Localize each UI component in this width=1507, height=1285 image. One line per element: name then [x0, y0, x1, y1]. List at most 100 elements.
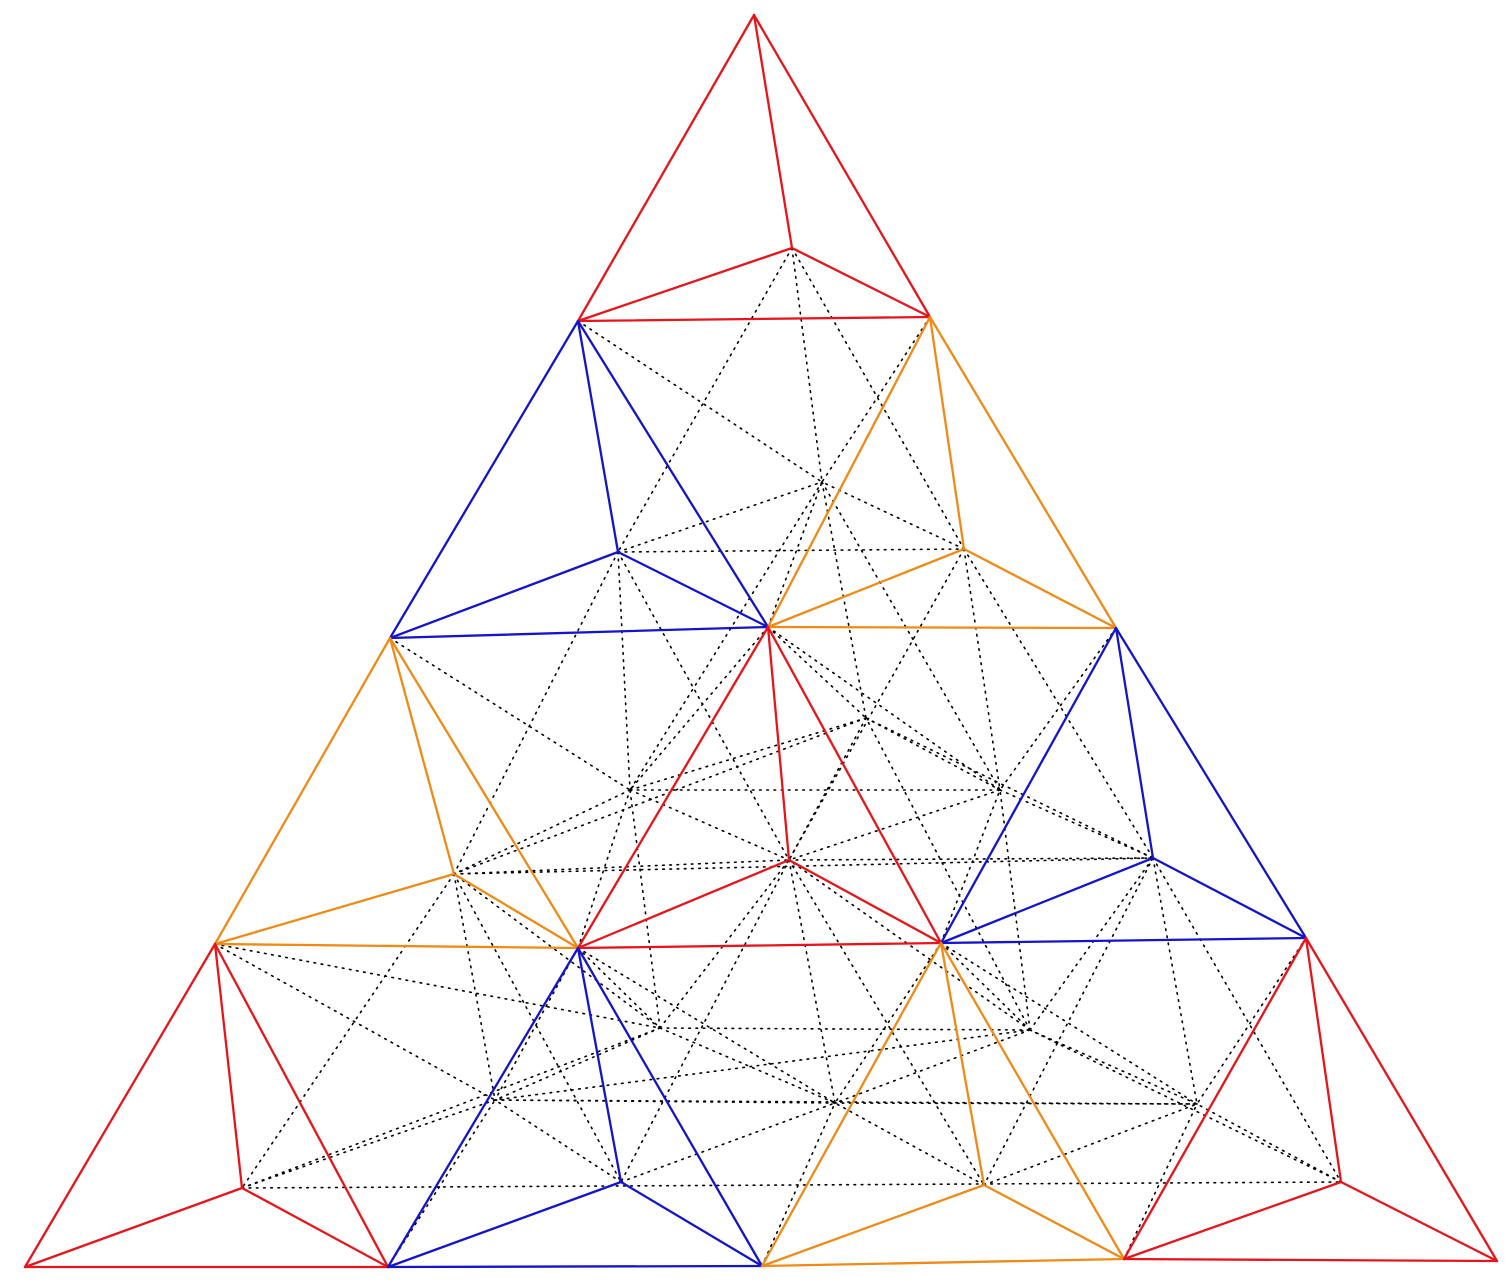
- row4-4-tetrahedron-edge-6: [1339, 1180, 1499, 1263]
- row3-left-tetrahedron-edge-6: [452, 872, 580, 950]
- row4-1-tetrahedron-edge-3: [213, 942, 390, 1269]
- row4-1-tetrahedron-edge-5: [23, 1186, 244, 1269]
- row4-4-tetrahedron: [1122, 936, 1499, 1263]
- hidden-edge-26: [629, 789, 790, 861]
- hidden-edge-56: [494, 1027, 661, 1101]
- row3-left-tetrahedron-edge-5: [213, 872, 456, 946]
- hidden-edge-5: [617, 481, 823, 553]
- row4-3-tetrahedron-edge-2: [760, 1257, 1126, 1268]
- hidden-edge-49: [1029, 1029, 1198, 1105]
- row3-left-tetrahedron-edge-2: [213, 942, 580, 950]
- row4-3-tetrahedron-edge-4: [939, 941, 986, 1187]
- row4-4-tetrahedron-edge-2: [1122, 1257, 1499, 1263]
- row3-right-tetrahedron-edge-4: [1114, 626, 1155, 860]
- row3-right-tetrahedron-edge-6: [1151, 856, 1308, 940]
- hidden-edge-67: [494, 1099, 622, 1183]
- row4-4-tetrahedron-edge-5: [1122, 1180, 1343, 1261]
- row4-1-tetrahedron: [23, 942, 390, 1269]
- hidden-edge-16: [821, 481, 867, 719]
- hidden-edge-13: [963, 548, 1154, 859]
- top-tetrahedron-edge-5: [576, 246, 794, 323]
- hidden-edge-1: [791, 247, 823, 483]
- row3-left-tetrahedron-edge-1: [213, 636, 392, 946]
- row2-right-tetrahedron-edge-3: [928, 315, 1118, 630]
- top-tetrahedron-edge-1: [576, 13, 756, 323]
- row3-left-tetrahedron-edge-4: [388, 636, 456, 876]
- hidden-edge-6: [821, 481, 965, 550]
- hidden-edge-31: [865, 717, 1154, 859]
- hidden-edge-84: [214, 943, 661, 1029]
- hidden-edge-62: [494, 1099, 1198, 1105]
- hidden-edge-45: [983, 857, 1154, 1186]
- row2-right-tetrahedron-edge-2: [766, 625, 1118, 630]
- row4-3-tetrahedron-edge-5: [760, 1183, 986, 1268]
- hidden-edge-80: [387, 1099, 496, 1268]
- hidden-edge-59: [629, 789, 661, 1029]
- hidden-edge-36: [767, 626, 867, 719]
- row3-right-tetrahedron-edge-1: [939, 626, 1118, 945]
- hidden-edge-35: [940, 789, 1001, 944]
- hidden-edge-38: [767, 626, 1001, 791]
- hidden-edge-29: [788, 717, 867, 861]
- row2-left-tetrahedron-edge-4: [576, 319, 620, 554]
- row4-4-tetrahedron-edge-1: [1122, 936, 1308, 1261]
- hidden-edge-22: [453, 859, 790, 875]
- hidden-edge-50: [834, 1029, 1031, 1104]
- row4-2-tetrahedron-edge-5: [386, 1180, 623, 1269]
- hidden-edge-74: [214, 943, 496, 1101]
- row4-3-tetrahedron-edge-3: [939, 941, 1126, 1261]
- hidden-edge-23: [788, 857, 1154, 861]
- hidden-edge-58: [659, 1027, 1031, 1031]
- row4-3-tetrahedron-edge-1: [760, 941, 943, 1268]
- row4-2-tetrahedron-edge-3: [576, 946, 764, 1268]
- row4-1-tetrahedron-edge-1: [23, 942, 217, 1269]
- hidden-edge-70: [983, 1103, 1198, 1186]
- top-tetrahedron: [576, 13, 932, 323]
- row2-left-tetrahedron-edge-2: [388, 625, 770, 640]
- row3-middle-tetrahedron-edge-2: [576, 941, 943, 950]
- hidden-edge-46: [1152, 857, 1342, 1183]
- hidden-edge-66: [241, 1099, 496, 1189]
- hidden-edge-18: [821, 481, 1001, 791]
- row2-right-tetrahedron: [766, 315, 1118, 630]
- row2-left-tetrahedron-edge-1: [388, 319, 580, 640]
- hidden-edge-76: [577, 947, 836, 1104]
- row4-1-tetrahedron-edge-4: [213, 942, 244, 1190]
- top-tetrahedron-edge-3: [752, 13, 932, 319]
- hidden-edge-28: [999, 789, 1154, 859]
- hidden-edge-43: [788, 859, 985, 1186]
- row4-2-tetrahedron: [386, 946, 764, 1269]
- row2-right-tetrahedron-edge-5: [766, 547, 966, 629]
- row3-left-tetrahedron-edge-3: [388, 636, 580, 950]
- hidden-edge-47: [1152, 857, 1198, 1105]
- hidden-edge-27: [788, 789, 1001, 861]
- row2-left-tetrahedron-edge-6: [616, 550, 770, 629]
- hidden-edge-30: [453, 717, 867, 875]
- hidden-edge-82: [1123, 1103, 1198, 1260]
- hidden-edge-9: [767, 481, 823, 628]
- row2-left-tetrahedron: [388, 319, 770, 640]
- row2-left-tetrahedron-edge-5: [388, 550, 620, 640]
- hidden-edge-69: [834, 1102, 985, 1186]
- hidden-edge-2: [617, 247, 793, 553]
- hidden-edge-12: [617, 551, 790, 861]
- hidden-edge-78: [940, 942, 1198, 1105]
- hidden-edge-42: [620, 859, 790, 1183]
- row2-right-tetrahedron-edge-6: [962, 547, 1118, 630]
- hidden-edge-37: [629, 626, 769, 791]
- row3-right-tetrahedron-edge-3: [1114, 626, 1308, 940]
- hidden-edge-33: [999, 627, 1117, 791]
- hidden-edge-64: [834, 1102, 1198, 1105]
- hidden-edge-61: [659, 859, 790, 1029]
- hidden-edge-24: [453, 857, 1154, 875]
- hidden-edge-81: [761, 1102, 836, 1267]
- hidden-edge-73: [1029, 1029, 1342, 1183]
- row4-4-tetrahedron-edge-4: [1304, 936, 1343, 1184]
- row4-2-tetrahedron-edge-4: [576, 946, 623, 1184]
- hidden-edge-7: [577, 320, 823, 483]
- row3-middle-tetrahedron-edge-3: [766, 625, 943, 945]
- hidden-edge-51: [865, 717, 1031, 1031]
- hidden-edge-40: [453, 873, 496, 1101]
- hidden-edge-11: [617, 551, 631, 791]
